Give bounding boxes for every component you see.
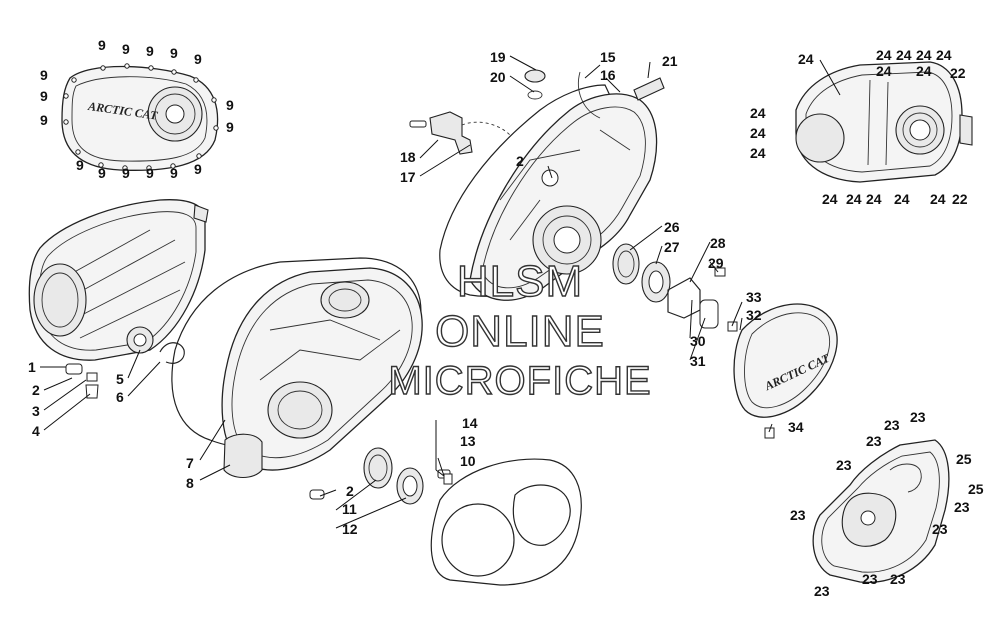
callout-9: 9: [40, 67, 48, 83]
callout-23: 23: [932, 521, 948, 537]
callout-29: 29: [708, 255, 724, 271]
leader-lines: [40, 55, 841, 529]
callout-24: 24: [750, 145, 766, 161]
callout-27: 27: [664, 239, 680, 255]
callout-9: 9: [194, 51, 202, 67]
crankcase-half: [409, 69, 665, 301]
callout-19: 19: [490, 49, 506, 65]
gear-cover-parts: ARCTIC CAT: [612, 243, 838, 439]
watermark-line2: ONLINE: [435, 307, 605, 356]
callout-22: 22: [950, 65, 966, 81]
callout-24: 24: [876, 63, 892, 79]
callouts: 9 9 9 9 9 9 9 9 9 9 9 9 9 9 9 9 1 2 3 4 …: [28, 37, 984, 599]
case-gasket: [430, 458, 582, 586]
callout-24: 24: [896, 47, 912, 63]
outer-clutch-cover: ARCTIC CAT: [61, 63, 219, 171]
callout-9: 9: [170, 45, 178, 61]
callout-24: 24: [894, 191, 910, 207]
callout-2: 2: [32, 382, 40, 398]
callout-23: 23: [866, 433, 882, 449]
callout-23: 23: [890, 571, 906, 587]
callout-24: 24: [930, 191, 946, 207]
callout-9: 9: [98, 37, 106, 53]
callout-25: 25: [968, 481, 984, 497]
callout-6: 6: [116, 389, 124, 405]
callout-18: 18: [400, 149, 416, 165]
callout-4: 4: [32, 423, 40, 439]
main-housing: [171, 257, 423, 500]
callout-9: 9: [170, 165, 178, 181]
callout-9: 9: [98, 165, 106, 181]
callout-23: 23: [836, 457, 852, 473]
callout-17: 17: [400, 169, 416, 185]
watermark-line1: HLSM: [457, 257, 583, 306]
callout-28: 28: [710, 235, 726, 251]
callout-23: 23: [862, 571, 878, 587]
callout-2: 2: [346, 483, 354, 499]
callout-9: 9: [146, 43, 154, 59]
callout-15: 15: [600, 49, 616, 65]
inner-clutch-cover: [28, 199, 209, 399]
callout-10: 10: [460, 453, 476, 469]
callout-30: 30: [690, 333, 706, 349]
callout-8: 8: [186, 475, 194, 491]
callout-24: 24: [916, 47, 932, 63]
center-bearings: [363, 447, 453, 505]
callout-3: 3: [32, 403, 40, 419]
callout-23: 23: [814, 583, 830, 599]
callout-23: 23: [954, 499, 970, 515]
callout-1: 1: [28, 359, 36, 375]
callout-20: 20: [490, 69, 506, 85]
callout-24: 24: [936, 47, 952, 63]
watermark: HLSM ONLINE MICROFICHE: [388, 256, 652, 403]
callout-5: 5: [116, 371, 124, 387]
callout-9: 9: [194, 161, 202, 177]
callout-13: 13: [460, 433, 476, 449]
callout-9: 9: [122, 41, 130, 57]
callout-23: 23: [790, 507, 806, 523]
callout-9: 9: [226, 119, 234, 135]
callout-21: 21: [662, 53, 678, 69]
watermark-line3: MICROFICHE: [388, 359, 651, 403]
callout-31: 31: [690, 353, 706, 369]
top-right-case-half: [795, 61, 973, 183]
callout-22: 22: [952, 191, 968, 207]
callout-24: 24: [750, 125, 766, 141]
callout-23: 23: [884, 417, 900, 433]
callout-24: 24: [876, 47, 892, 63]
callout-23: 23: [910, 409, 926, 425]
callout-7: 7: [186, 455, 194, 471]
callout-9: 9: [40, 112, 48, 128]
callout-24: 24: [916, 63, 932, 79]
callout-24: 24: [846, 191, 862, 207]
callout-14: 14: [462, 415, 478, 431]
callout-26: 26: [664, 219, 680, 235]
callout-33: 33: [746, 289, 762, 305]
callout-16: 16: [600, 67, 616, 83]
callout-24: 24: [798, 51, 814, 67]
callout-24: 24: [822, 191, 838, 207]
callout-25: 25: [956, 451, 972, 467]
stator-cover: [812, 439, 950, 584]
callout-34: 34: [788, 419, 804, 435]
callout-2: 2: [516, 153, 524, 169]
callout-24: 24: [866, 191, 882, 207]
callout-12: 12: [342, 521, 358, 537]
callout-11: 11: [342, 501, 357, 517]
callout-24: 24: [750, 105, 766, 121]
callout-9: 9: [146, 165, 154, 181]
callout-9: 9: [76, 157, 84, 173]
callout-9: 9: [122, 165, 130, 181]
callout-9: 9: [226, 97, 234, 113]
callout-9: 9: [40, 88, 48, 104]
callout-32: 32: [746, 307, 762, 323]
